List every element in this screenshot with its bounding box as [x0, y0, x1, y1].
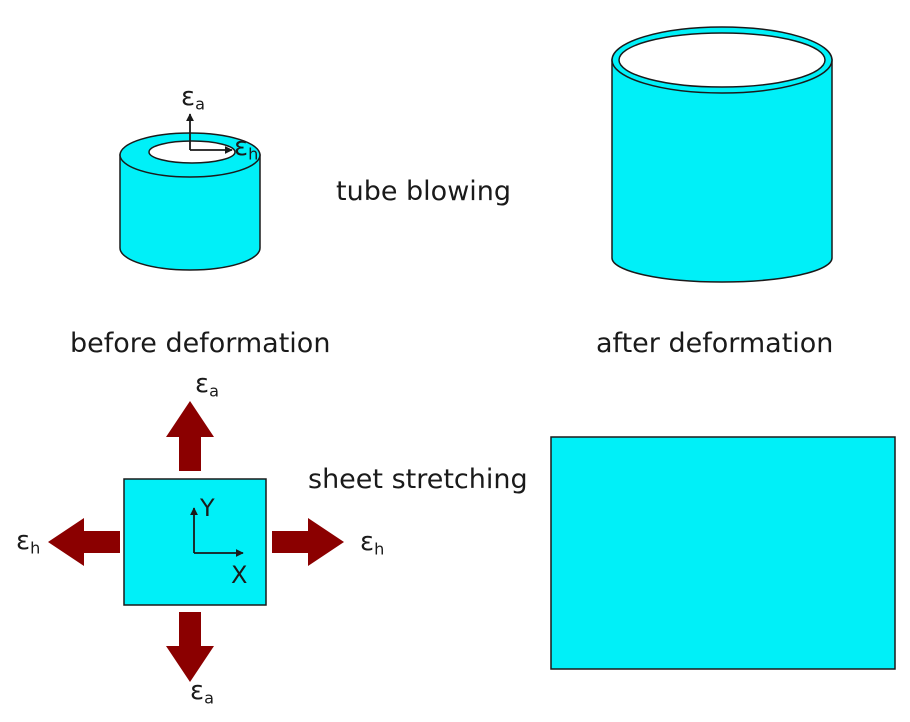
epsilon-glyph: ε: [234, 132, 249, 162]
arrow-left: [48, 518, 120, 566]
large-tube: [611, 26, 833, 283]
sheet-hoop-strain-left: εh: [16, 528, 40, 557]
label-tube-blowing: tube blowing: [336, 176, 512, 207]
epsilon-glyph: ε: [190, 676, 205, 706]
axial-subscript: a: [209, 381, 219, 401]
axial-subscript: a: [195, 94, 205, 114]
epsilon-glyph: ε: [360, 527, 375, 557]
axial-subscript: a: [204, 688, 214, 708]
label-after-deformation: after deformation: [596, 328, 834, 359]
sheet-hoop-strain-right: εh: [360, 529, 384, 558]
epsilon-glyph: ε: [16, 526, 31, 556]
small-sheet: [123, 478, 267, 606]
sheet-axial-strain-bottom: εa: [190, 678, 214, 707]
arrow-right: [272, 518, 344, 566]
tube-hoop-strain-symbol: εh: [234, 134, 258, 163]
axis-label-x: X: [231, 561, 248, 589]
tube-axial-strain-symbol: εa: [181, 84, 205, 113]
arrow-up: [166, 401, 214, 471]
axis-label-y: Y: [200, 494, 215, 522]
label-sheet-stretching: sheet stretching: [308, 464, 528, 495]
small-tube: [119, 113, 261, 271]
label-before-deformation: before deformation: [70, 328, 331, 359]
large-sheet: [550, 436, 896, 670]
hoop-subscript: h: [30, 538, 41, 558]
epsilon-glyph: ε: [195, 369, 210, 399]
arrow-down: [166, 612, 214, 682]
hoop-subscript: h: [248, 144, 259, 164]
epsilon-glyph: ε: [181, 82, 196, 112]
hoop-subscript: h: [374, 539, 385, 559]
sheet-axial-strain-top: εa: [195, 371, 219, 400]
